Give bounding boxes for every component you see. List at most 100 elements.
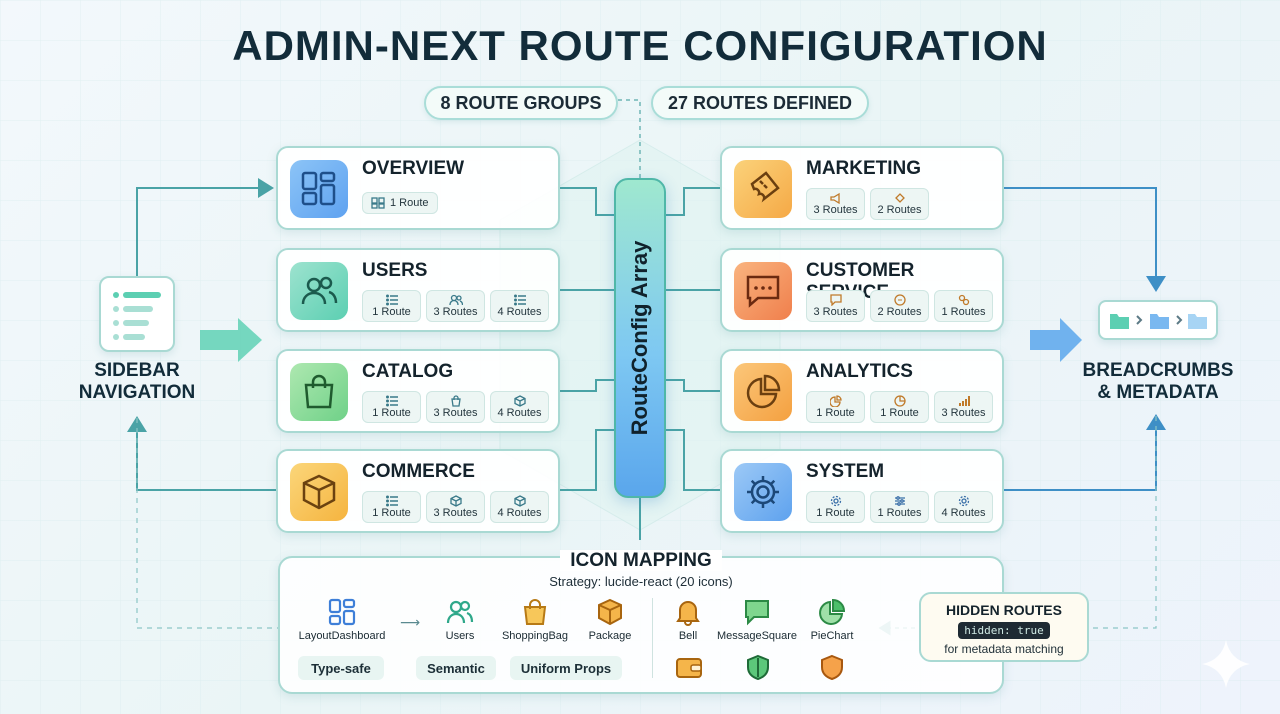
badge-label: 1 Route [372, 507, 411, 519]
gear-icon [734, 463, 792, 521]
routeconfig-label: RouteConfig Array [627, 240, 652, 436]
package-icon [290, 463, 348, 521]
group-title: USERS [362, 260, 428, 281]
sidebar-line2: NAVIGATION [78, 382, 196, 403]
route-count-badge: 3 Routes [934, 391, 993, 423]
shopping-bag-icon [290, 363, 348, 421]
group-card-analytics: ANALYTICS 1 Route 1 Route 3 Routes [720, 349, 1004, 433]
route-count-badge: 3 Routes [426, 391, 485, 423]
piechart-mapping: PieChart [804, 598, 860, 642]
badge-label: 1 Route [880, 407, 919, 419]
sidebar-icon [99, 276, 175, 352]
shield-icon [744, 654, 772, 685]
group-card-marketing: MARKETING 3 Routes 2 Routes [720, 146, 1004, 230]
badge-label: 1 Route [390, 197, 429, 209]
group-card-overview: OVERVIEW 1 Route [276, 146, 560, 230]
type-safe-tag: Type-safe [298, 656, 384, 680]
route-count-badge: 4 Routes [490, 290, 549, 322]
uniform-props-tag: Uniform Props [510, 656, 622, 680]
badge-label: 4 Routes [941, 507, 986, 519]
group-card-catalog: CATALOG 1 Route 3 Routes 4 Routes [276, 349, 560, 433]
breadcrumbs-metadata-label: BREADCRUMBS & METADATA [1078, 360, 1238, 404]
badge-label: 1 Route [816, 507, 855, 519]
layout-dashboard-icon [290, 160, 348, 218]
badge-label: 3 Routes [433, 507, 478, 519]
badge-label: 2 Routes [877, 204, 922, 216]
pie-chart-icon [734, 363, 792, 421]
group-title: ANALYTICS [806, 361, 913, 382]
badge-label: 4 Routes [497, 507, 542, 519]
divider [652, 598, 653, 678]
route-count-badge: 1 Route [870, 391, 929, 423]
icon-label: MessageSquare [716, 630, 798, 642]
group-card-system: SYSTEM 1 Route 1 Routes 4 Routes [720, 449, 1004, 533]
hidden-routes-panel: HIDDEN ROUTES hidden: true for metadata … [919, 592, 1089, 662]
breadcrumbs-line1: BREADCRUMBS [1082, 360, 1234, 381]
route-count-badge: 1 Route [362, 491, 421, 523]
group-card-customer-service: CUSTOMER SERVICE 3 Routes 2 Routes 1 Rou… [720, 248, 1004, 332]
badge-label: 3 Routes [941, 407, 986, 419]
badge-label: 1 Route [372, 306, 411, 318]
group-card-users: USERS 1 Route 3 Routes 4 Routes [276, 248, 560, 332]
sidebar-navigation-label: SIDEBAR NAVIGATION [62, 360, 212, 404]
group-title: MARKETING [806, 158, 922, 179]
route-count-badge: 1 Route [362, 290, 421, 322]
badge-label: 1 Route [816, 407, 855, 419]
arrow-right-icon: ⟶ [400, 614, 421, 630]
breadcrumbs-line2: & METADATA [1097, 382, 1219, 403]
group-title: CATALOG [362, 361, 454, 382]
shield-alert-icon [818, 654, 846, 685]
ticket-icon [734, 160, 792, 218]
route-count-badge: 2 Routes [870, 188, 929, 220]
message-square-icon [734, 262, 792, 320]
icon-mapping-strategy: Strategy: lucide-react (20 icons) [549, 574, 733, 589]
route-count-badge: 1 Route [806, 491, 865, 523]
route-count-badge: 4 Routes [490, 391, 549, 423]
badge-label: 2 Routes [877, 306, 922, 318]
icon-label: Bell [678, 630, 698, 642]
sidebar-line1: SIDEBAR [94, 360, 180, 381]
icon-label: Users [445, 630, 475, 642]
diagram-title: ADMIN-NEXT ROUTE CONFIGURATION [232, 22, 1048, 69]
wallet-icon [675, 654, 703, 685]
messagesquare-mapping: MessageSquare [712, 598, 802, 642]
route-count-badge: 1 Route [362, 391, 421, 423]
route-count-badge: 1 Route [362, 192, 438, 214]
route-count-badge: 4 Routes [490, 491, 549, 523]
badge-label: 1 Route [372, 407, 411, 419]
icon-mapping-panel: ICON MAPPING Strategy: lucide-react (20 … [278, 550, 1004, 694]
icon-mapping-title: ICON MAPPING [560, 550, 722, 571]
route-count-badge: 4 Routes [934, 491, 993, 523]
hidden-note: for metadata matching [944, 642, 1064, 656]
group-title: COMMERCE [362, 461, 475, 482]
badge-label: 3 Routes [813, 204, 858, 216]
badge-label: 3 Routes [813, 306, 858, 318]
route-count-badge: 3 Routes [426, 491, 485, 523]
badge-label: 4 Routes [497, 407, 542, 419]
route-count-badge: 3 Routes [806, 188, 865, 220]
routeconfig-array: RouteConfig Array [614, 178, 666, 498]
route-count-badge: 1 Routes [934, 290, 993, 322]
route-groups-pill: 8 ROUTE GROUPS [424, 86, 618, 120]
group-card-commerce: COMMERCE 1 Route 3 Routes 4 Routes [276, 449, 560, 533]
badge-label: 1 Routes [941, 306, 986, 318]
icon-label: Package [588, 630, 632, 642]
badge-label: 1 Routes [877, 507, 922, 519]
users-icon [290, 262, 348, 320]
icon-label: LayoutDashboard [298, 630, 386, 642]
hidden-code: hidden: true [958, 622, 1050, 639]
route-count-badge: 1 Routes [870, 491, 929, 523]
badge-label: 3 Routes [433, 407, 478, 419]
icon-label: PieChart [810, 630, 854, 642]
icon-label: ShoppingBag [501, 630, 569, 642]
package-mapping: Package [578, 598, 642, 642]
group-title: OVERVIEW [362, 158, 465, 179]
badge-label: 4 Routes [497, 306, 542, 318]
hidden-routes-title: HIDDEN ROUTES [946, 602, 1062, 618]
group-title: SYSTEM [806, 461, 885, 482]
badge-label: 3 Routes [433, 306, 478, 318]
route-count-badge: 3 Routes [806, 290, 865, 322]
bell-mapping: Bell [664, 598, 712, 642]
layoutdashboard-mapping: LayoutDashboard [294, 598, 390, 642]
users-mapping: Users [430, 598, 490, 642]
